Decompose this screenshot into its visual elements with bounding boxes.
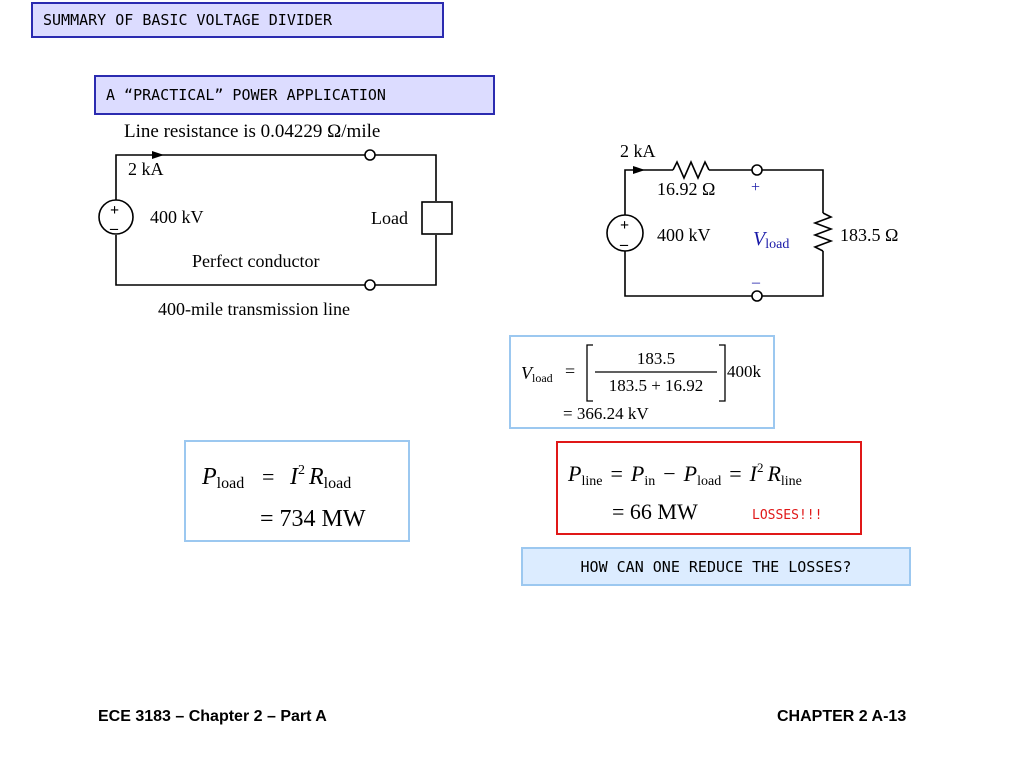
vload-multiplier: 400k <box>727 362 762 381</box>
line-resistance-label: Line resistance is 0.04229 Ω/mile <box>124 121 380 142</box>
line-resistor-label: 16.92 Ω <box>657 179 715 199</box>
conductor-label: Perfect conductor <box>192 251 319 271</box>
left-circuit-diagram: Line resistance is 0.04229 Ω/mile 2 kA +… <box>98 121 453 319</box>
vload-eq-lhs: Vload <box>521 363 553 385</box>
footer-page-label: CHAPTER 2 A-13 <box>777 708 907 725</box>
load-label: Load <box>371 208 408 228</box>
right-source-minus: – <box>619 236 629 253</box>
right-source-plus: + <box>620 217 629 234</box>
vload-equation: Vload = 183.5 183.5 + 16.92 400k = 366.2… <box>521 344 762 423</box>
right-current-label: 2 kA <box>620 141 656 161</box>
vload-label: Vload <box>753 228 789 252</box>
pline-result: = 66 MW <box>612 499 698 524</box>
section-subtitle: A “PRACTICAL” POWER APPLICATION <box>94 75 495 115</box>
slide-title: SUMMARY OF BASIC VOLTAGE DIVIDER <box>31 2 444 38</box>
vload-eq-equals: = <box>565 361 575 381</box>
vload-denominator: 183.5 + 16.92 <box>609 376 704 395</box>
vload-result: = 366.24 kV <box>563 404 649 423</box>
reduce-losses-question: HOW CAN ONE REDUCE THE LOSSES? <box>521 547 911 586</box>
vload-equation-box: Vload = 183.5 183.5 + 16.92 400k = 366.2… <box>509 335 775 429</box>
vload-minus-sign: – <box>751 274 761 291</box>
pload-result: = 734 MW <box>260 506 366 532</box>
source-plus-sign: + <box>110 202 119 219</box>
source-voltage-label: 400 kV <box>150 207 204 227</box>
losses-label: LOSSES!!! <box>752 508 822 523</box>
pload-eq-equals: = <box>262 464 274 489</box>
load-resistor-label: 183.5 Ω <box>840 225 898 245</box>
right-circuit-diagram: 2 kA 16.92 Ω + – 400 kV + Vload – 183.5 … <box>606 141 898 302</box>
pload-eq-lhs: Pload <box>201 464 244 492</box>
line-length-label: 400-mile transmission line <box>158 299 350 319</box>
right-source-voltage: 400 kV <box>657 225 711 245</box>
source-minus-sign: – <box>109 220 119 237</box>
footer-course-label: ECE 3183 – Chapter 2 – Part A <box>98 708 327 725</box>
vload-numerator: 183.5 <box>637 349 675 368</box>
vload-plus-sign: + <box>751 179 760 196</box>
current-label: 2 kA <box>128 159 164 179</box>
